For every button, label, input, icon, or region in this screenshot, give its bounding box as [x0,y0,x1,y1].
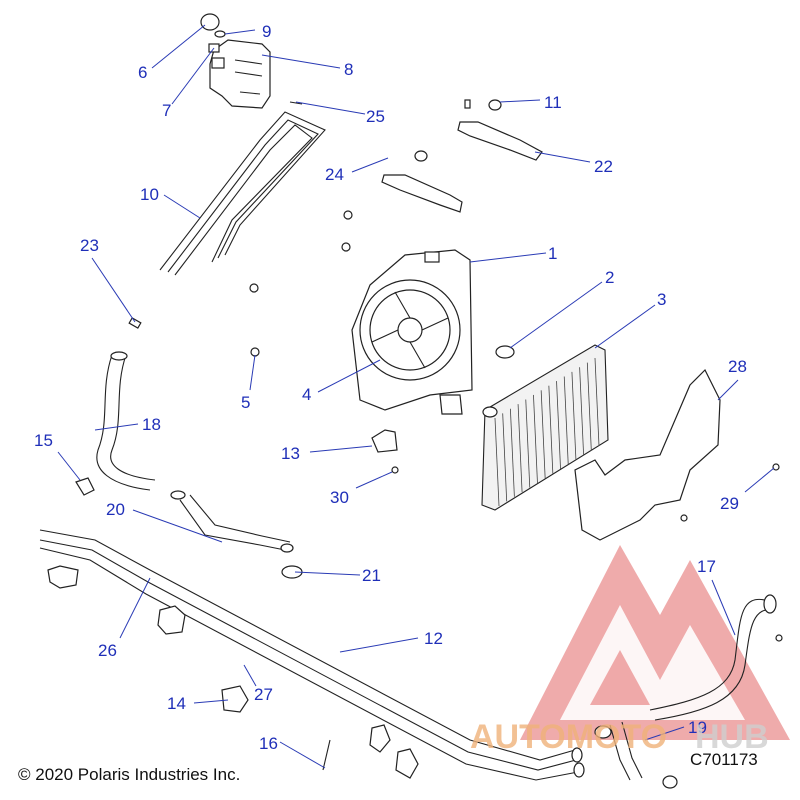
callout-27: 27 [254,685,273,704]
mounting-bracket-upper [457,99,543,161]
figure-number: C701173 [690,750,758,769]
callout-10: 10 [140,185,159,204]
callout-16: 16 [259,734,278,753]
callout-4: 4 [302,385,311,404]
mounting-bracket-lower [381,150,463,213]
radiator-fin [525,399,531,488]
leader-lines [57,24,775,769]
callout-22: 22 [594,157,613,176]
callout-19: 19 [688,718,707,737]
radiator-fin [502,413,508,502]
callout-12: 12 [424,629,443,648]
callout-5: 5 [241,393,250,412]
overflow-tube [159,111,326,276]
callout-8: 8 [344,60,353,79]
watermark-text-accent: HUB [695,718,769,756]
hose-20 [170,490,291,551]
callout-29: 29 [720,494,739,513]
watermark-text: AUTOMOTO HUB [470,718,769,756]
callout-23: 23 [80,236,99,255]
radiator-fin [571,371,577,460]
radiator-fin [494,417,500,507]
callout-15: 15 [34,431,53,450]
hose-17 [649,594,777,721]
callout-6: 6 [138,63,147,82]
radiator-fin [540,390,546,479]
hose-19 [594,721,678,789]
copyright-notice: © 2020 Polaris Industries Inc. [18,765,241,784]
coolant-tube-12 [39,529,585,781]
callout-3: 3 [657,290,666,309]
callout-21: 21 [362,566,381,585]
watermark-text-main: AUTOMOTO [470,718,667,756]
callout-11: 11 [544,93,562,112]
callout-24: 24 [325,165,344,184]
callout-13: 13 [281,444,300,463]
coolant-reservoir [209,39,271,109]
watermark-logo [520,545,790,740]
callout-28: 28 [728,357,747,376]
callout-17: 17 [697,557,716,576]
radiator-fin [548,385,554,474]
fan-shroud-assembly [351,249,473,411]
radiator-fin [586,362,592,451]
callout-1: 1 [548,244,557,263]
clips-and-fasteners [47,101,783,779]
radiator-fin [556,381,561,470]
radiator-fin [509,408,515,497]
radiator [481,344,609,511]
radiator-fin [517,404,523,493]
callout-20: 20 [106,500,125,519]
callout-30: 30 [330,488,349,507]
fan-bracket [371,394,463,453]
hose-clamp-21 [280,543,303,579]
callout-26: 26 [98,641,117,660]
callout-18: 18 [142,415,161,434]
callout-2: 2 [605,268,614,287]
callout-14: 14 [167,694,186,713]
radiator-fin [594,357,600,447]
radiator-fin [579,367,585,456]
callout-9: 9 [262,22,271,41]
radiator-fin [563,376,569,465]
hose-18 [96,351,156,491]
radiator-shroud [574,368,721,541]
callout-25: 25 [366,107,385,126]
radiator-fin [533,394,538,483]
callout-7: 7 [162,101,171,120]
callout-labels: 1 2 3 4 5 6 7 8 9 10 11 12 13 14 15 16 1… [34,22,747,753]
